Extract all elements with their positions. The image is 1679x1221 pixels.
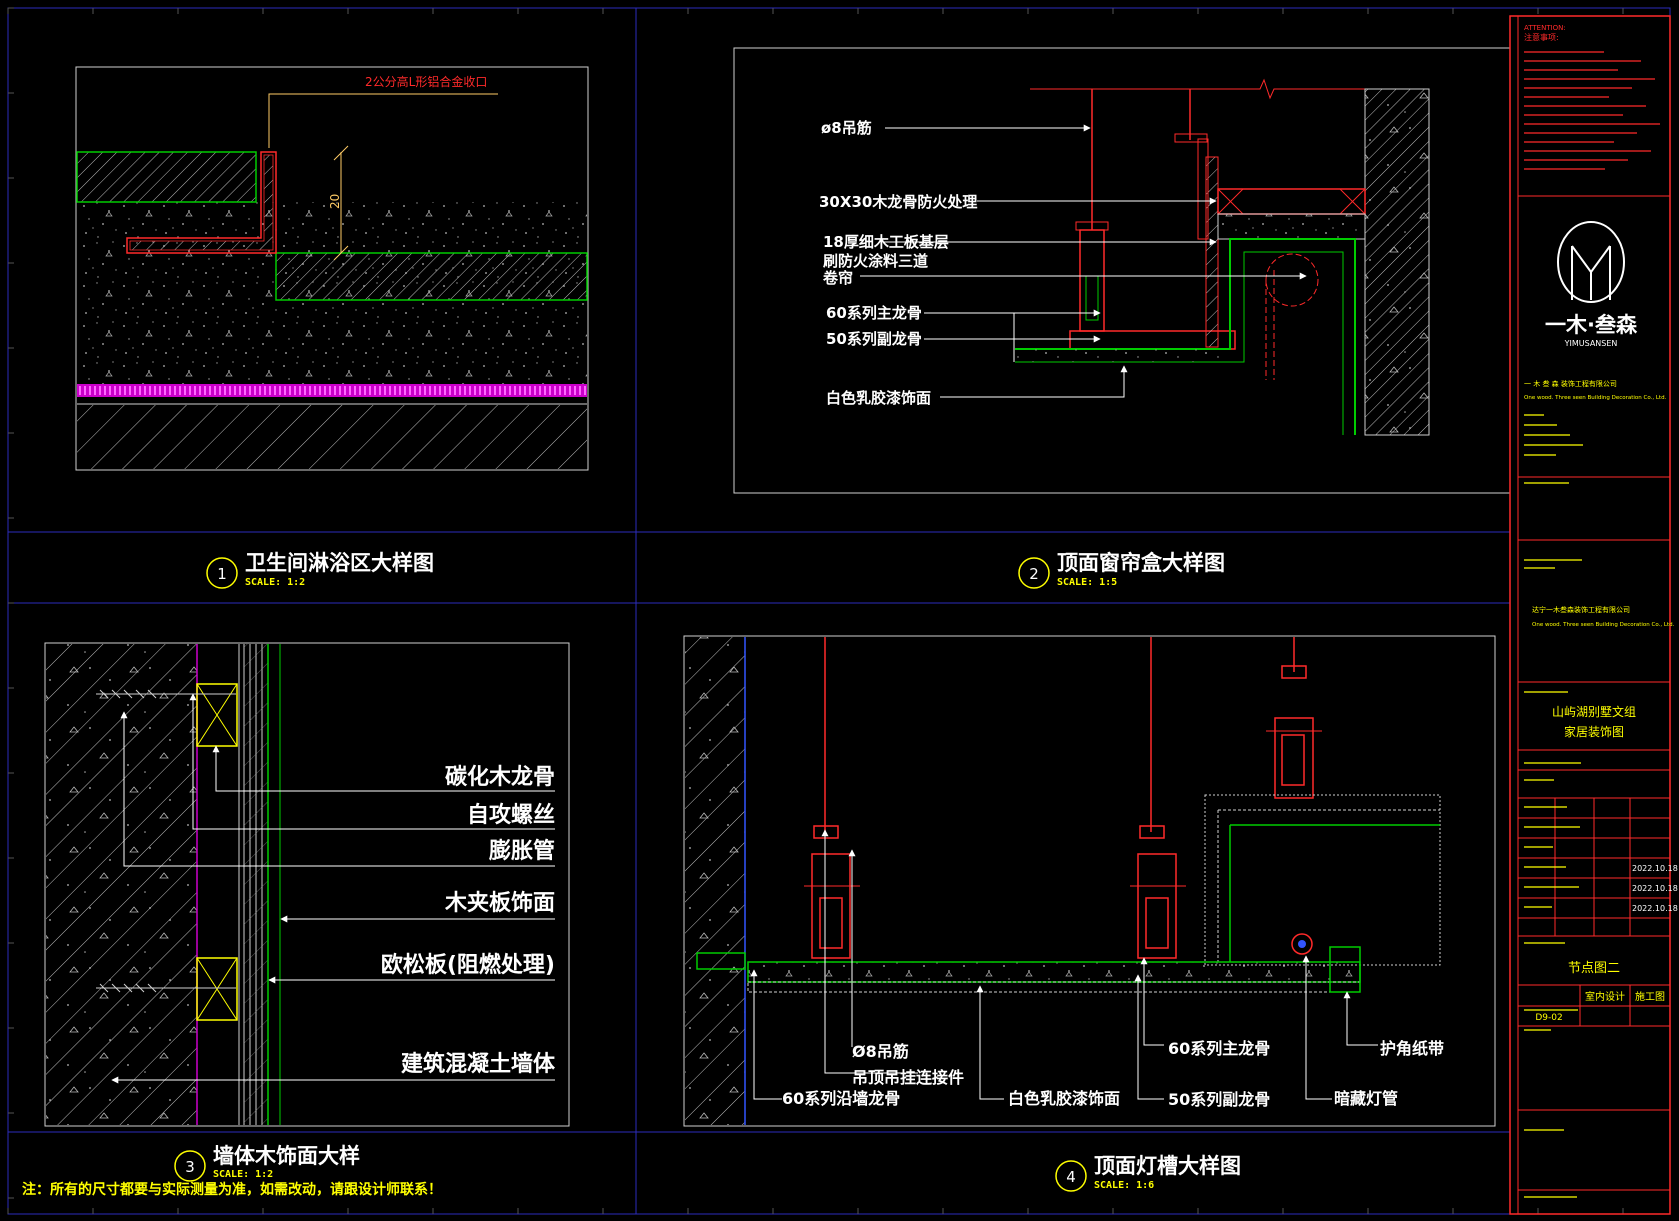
d4-label-corner-tape: 护角纸带 (1380, 1039, 1444, 1058)
d2-scale: SCALE: 1:5 (1057, 577, 1117, 588)
d2-label-hanger: ø8吊筋 (821, 119, 872, 137)
d2-label-fireproof: 刷防火涂料三道 (823, 252, 928, 270)
d2-title: 顶面窗帘盒大样图 (1057, 551, 1225, 575)
drawing-number: D9-02 (1535, 1013, 1562, 1023)
general-note: 注：所有的尺寸都要与实际测量为准，如需改动，请跟设计师联系！ (22, 1181, 442, 1198)
attention-heading-cn: 注意事项: (1524, 32, 1559, 42)
title-block: ATTENTION: 注意事项: 一木·叁森 YIMUSANSEN 一 木 叁 … (1509, 15, 1678, 1215)
stage: 施工图 (1635, 990, 1665, 1003)
d4-label-sub-keel: 50系列副龙骨 (1168, 1090, 1270, 1109)
client-name-en: One wood. Three seen Building Decoration… (1532, 622, 1675, 628)
date-3: 2022.10.18 (1632, 904, 1678, 913)
d4-label-paint: 白色乳胶漆饰面 (1008, 1089, 1120, 1108)
waterproof-layer-dashes (79, 386, 586, 395)
d3-label-plywood: 木夹板饰面 (444, 890, 555, 916)
d4-label-hanger: Ø8吊筋 (852, 1042, 909, 1061)
d3-number: 3 (185, 1158, 195, 1176)
detail-3-wall-wood-drawing: 碳化木龙骨 自攻螺丝 膨胀管 木夹板饰面 欧松板(阻燃处理) 建筑混凝土墙体 (44, 642, 570, 1127)
d3-label-carbonized-keel: 碳化木龙骨 (445, 764, 555, 790)
d4-title: 顶面灯槽大样图 (1094, 1154, 1241, 1178)
d2-label-main-keel: 60系列主龙骨 (826, 304, 922, 322)
d4-number: 4 (1066, 1168, 1076, 1186)
sheet-ruler-ticks (7, 7, 1624, 1214)
title-block-small-text (1524, 414, 1583, 1198)
d3-label-expansion-tube: 膨胀管 (488, 838, 555, 864)
d4-scale: SCALE: 1:6 (1094, 1180, 1154, 1191)
company-name-cn: 一 木 叁 森 装饰工程有限公司 (1524, 379, 1617, 388)
date-1: 2022.10.18 (1632, 864, 1678, 873)
logo-english: YIMUSANSEN (1564, 339, 1618, 348)
detail-1-shower-drawing: 2公分高L形铝合金收口 20 (75, 66, 589, 471)
attention-text-lines (1524, 51, 1660, 170)
project-name-line1: 山屿湖别墅文组 (1552, 704, 1636, 719)
client-name-cn: 达宁一木叁森装饰工程有限公司 (1532, 605, 1630, 614)
detail-2-curtain-box-drawing: ø8吊筋 30X30木龙骨防火处理 18厚细木工板基层 刷防火涂料三道 卷帘 6… (733, 47, 1511, 494)
logo-chinese: 一木·叁森 (1545, 313, 1638, 337)
detail-4-light-trough-drawing: Ø8吊筋 吊顶吊挂连接件 60系列沿墙龙骨 白色乳胶漆饰面 60系列主龙骨 50… (683, 635, 1496, 1127)
d1-trim-note: 2公分高L形铝合金收口 (365, 74, 487, 89)
d4-label-wall-keel: 60系列沿墙龙骨 (782, 1089, 900, 1108)
project-name-line2: 家居装饰图 (1564, 724, 1624, 739)
d1-title: 卫生间淋浴区大样图 (245, 551, 434, 575)
detail-titles: 1 卫生间淋浴区大样图 SCALE: 1:2 2 顶面窗帘盒大样图 SCALE:… (22, 551, 1241, 1198)
d2-label-board: 18厚细木工板基层 (823, 233, 949, 251)
company-logo (1557, 221, 1625, 303)
d1-number: 1 (217, 565, 227, 583)
d4-label-hidden-light: 暗藏灯管 (1334, 1089, 1398, 1108)
drawing-name: 节点图二 (1568, 961, 1620, 976)
d1-scale: SCALE: 1:2 (245, 577, 305, 588)
d2-label-wood-keel: 30X30木龙骨防火处理 (819, 193, 977, 211)
d3-title: 墙体木饰面大样 (213, 1144, 360, 1168)
attention-heading: ATTENTION: (1524, 24, 1566, 32)
d2-number: 2 (1029, 565, 1039, 583)
d3-label-osb: 欧松板(阻燃处理) (381, 952, 555, 978)
date-2: 2022.10.18 (1632, 884, 1678, 893)
d2-label-paint: 白色乳胶漆饰面 (826, 389, 931, 407)
d2-label-sub-keel: 50系列副龙骨 (826, 330, 922, 348)
d4-label-connector: 吊顶吊挂连接件 (852, 1068, 964, 1087)
d3-label-concrete-wall: 建筑混凝土墙体 (401, 1051, 556, 1077)
discipline: 室内设计 (1585, 990, 1625, 1003)
d4-label-main-keel: 60系列主龙骨 (1168, 1039, 1270, 1058)
d3-scale: SCALE: 1:2 (213, 1169, 273, 1180)
d3-label-screw: 自攻螺丝 (467, 802, 555, 828)
d1-dimension-20: 20 (328, 194, 342, 209)
company-name-en: One wood. Three seen Building Decoration… (1524, 395, 1667, 401)
d2-label-blind: 卷帘 (822, 269, 853, 287)
